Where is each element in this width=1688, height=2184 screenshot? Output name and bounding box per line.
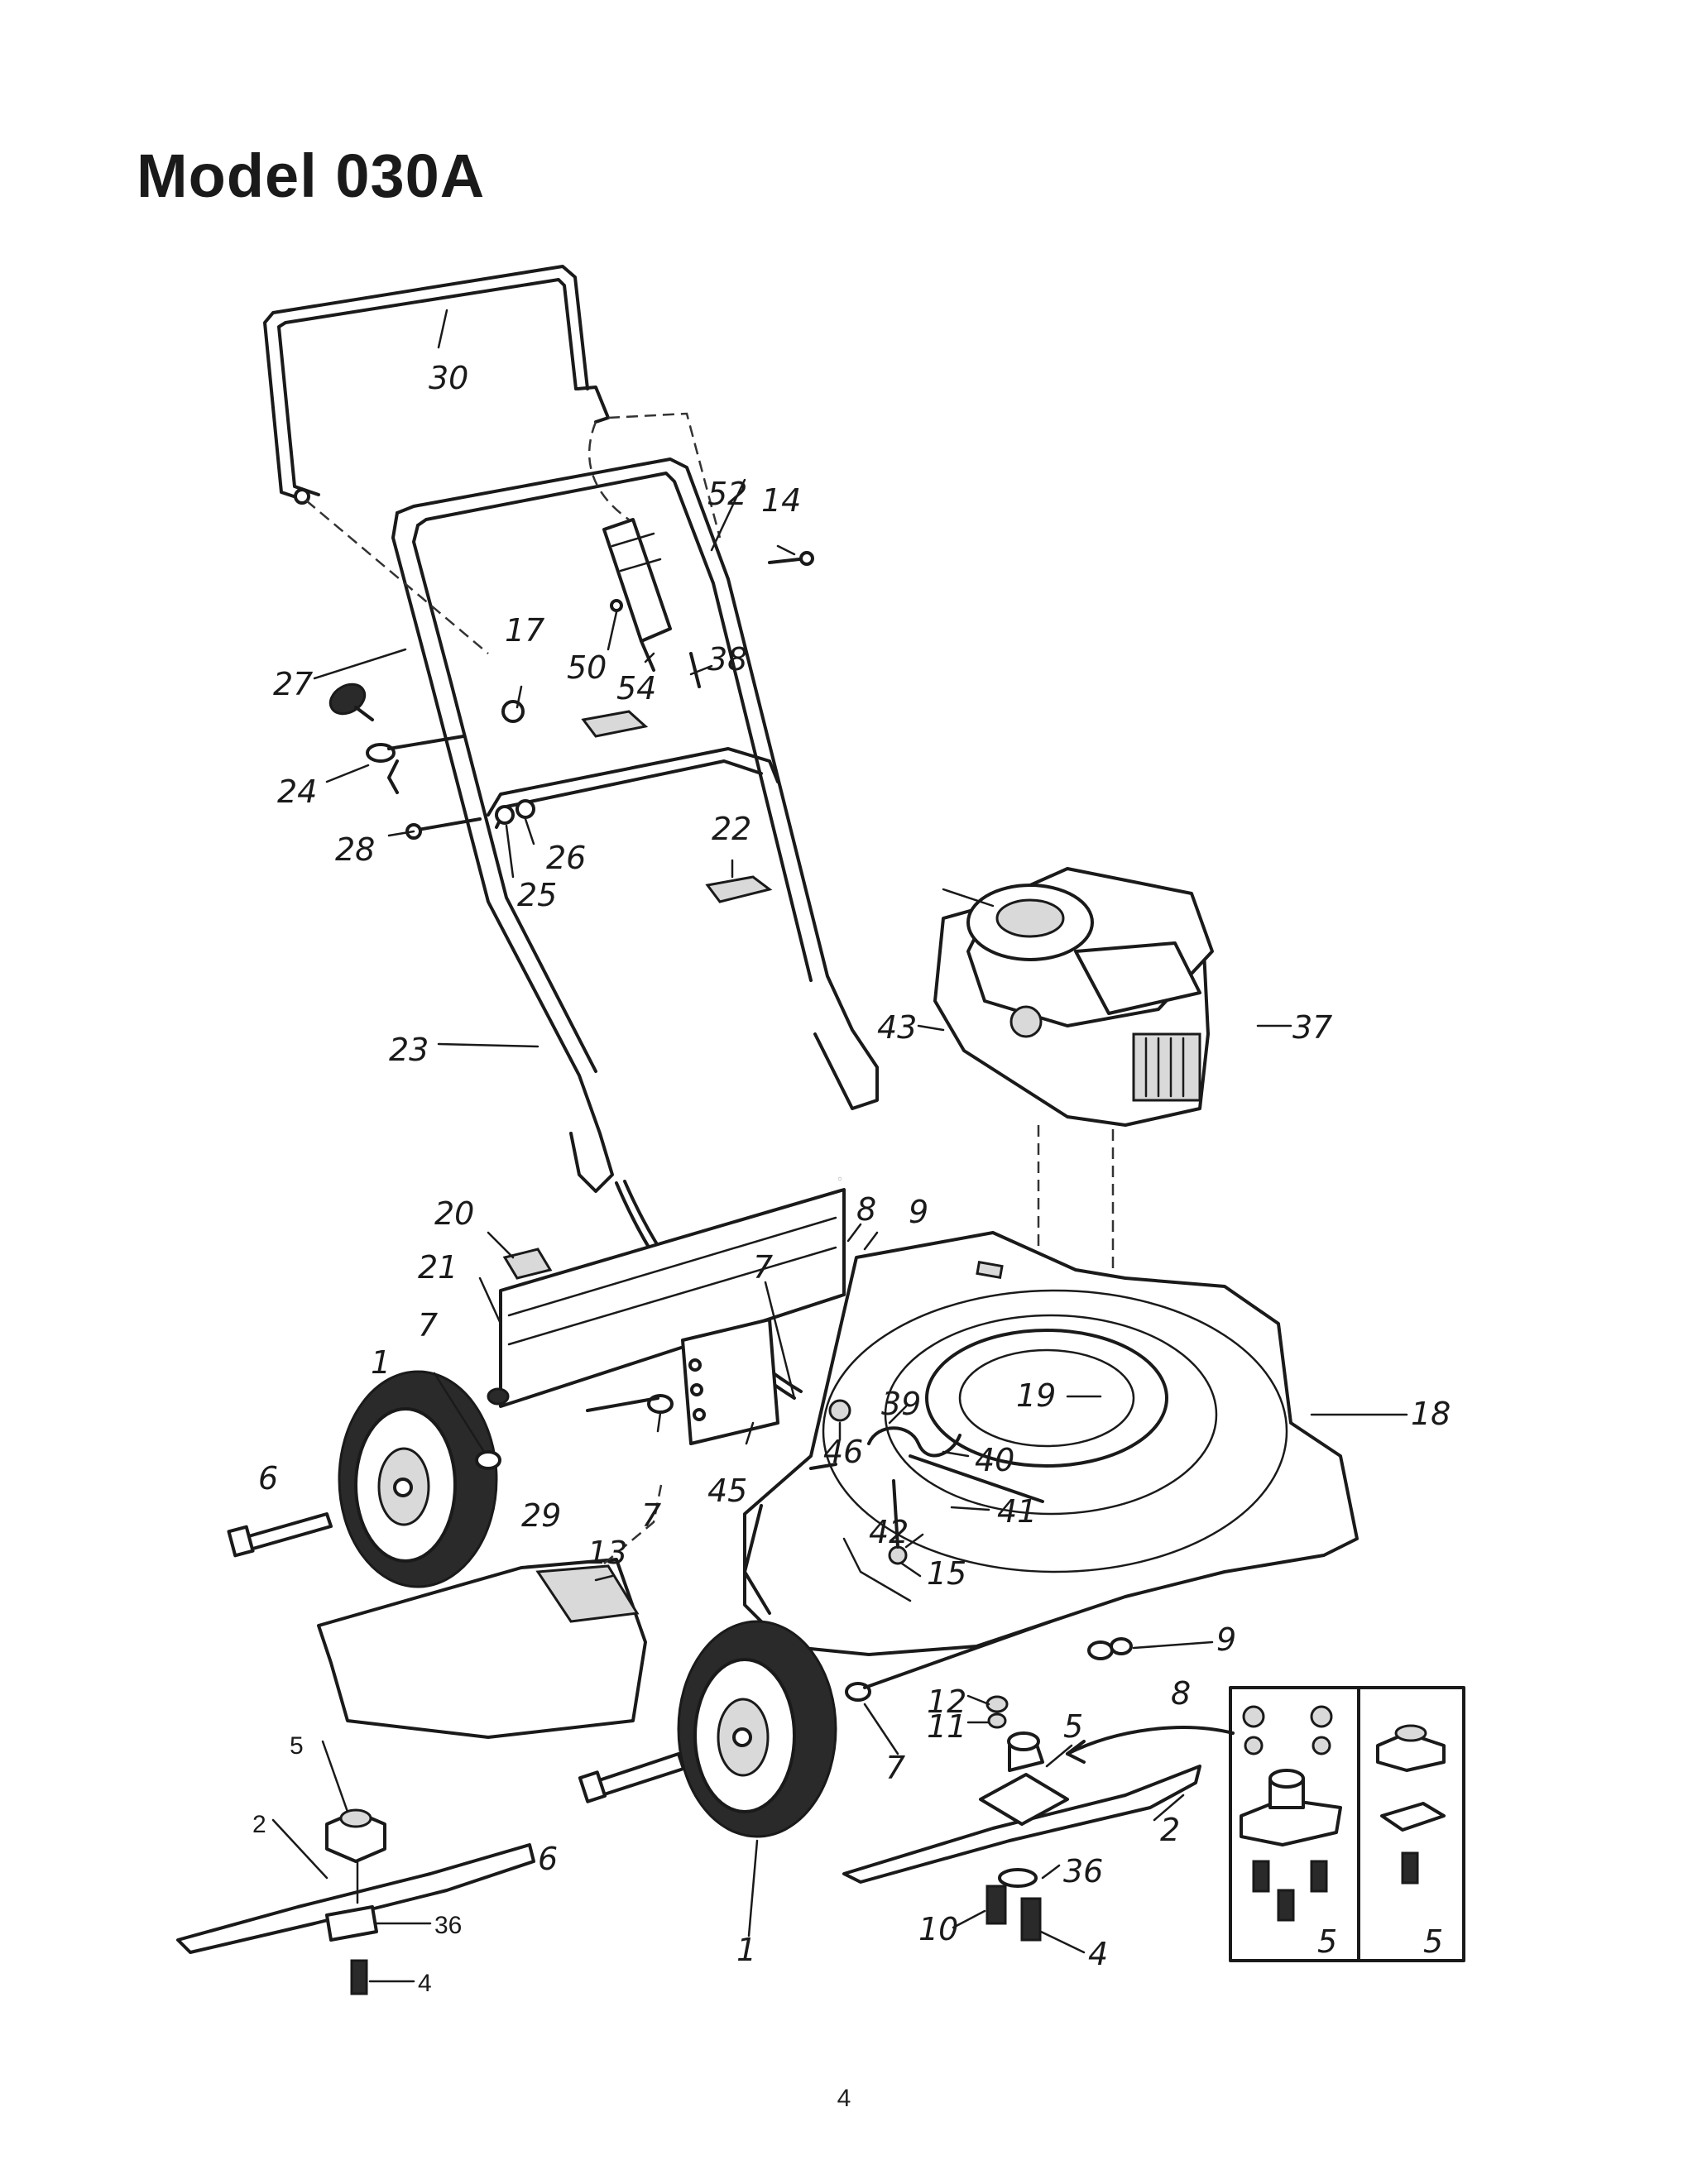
height-adjust xyxy=(681,1318,1044,1565)
lower-handle xyxy=(391,457,879,1193)
callout-6-front: 6 xyxy=(538,1841,558,1877)
blade-adapter-inset xyxy=(1066,1686,1465,1962)
rear-wheel xyxy=(338,1370,498,1588)
callout-21: 21 xyxy=(418,1249,458,1286)
callout-12: 12 xyxy=(927,1684,966,1720)
callout-20: 20 xyxy=(434,1195,474,1232)
callout-10: 10 xyxy=(918,1911,958,1947)
callout-54: 54 xyxy=(616,670,656,706)
callout-5-inset-left: 5 xyxy=(1317,1923,1337,1960)
callout-52: 52 xyxy=(707,476,747,512)
blade-assembly-left xyxy=(176,1808,535,1995)
callout-9-lower: 9 xyxy=(1216,1621,1236,1658)
callout-19: 19 xyxy=(1016,1377,1056,1414)
callout-25: 25 xyxy=(517,877,557,913)
callout-23: 23 xyxy=(389,1032,429,1068)
callout-2-right: 2 xyxy=(1160,1812,1180,1848)
wheel-hardware xyxy=(227,1176,1133,1803)
callout-7-mid: 7 xyxy=(641,1497,661,1534)
engine xyxy=(933,867,1214,1315)
callout-22: 22 xyxy=(712,811,751,847)
handle-hardware xyxy=(328,551,814,903)
callout-5-left: 5 xyxy=(290,1732,304,1760)
grass-deflector xyxy=(317,1480,664,1739)
callout-27: 27 xyxy=(273,666,313,702)
page-number: 4 xyxy=(837,2085,851,2112)
callout-36-right: 36 xyxy=(1063,1853,1103,1889)
callout-8-lower: 8 xyxy=(1171,1675,1191,1712)
callout-28: 28 xyxy=(335,831,375,868)
callout-9-upper: 9 xyxy=(909,1194,928,1230)
callout-6-rear: 6 xyxy=(258,1460,278,1497)
leader-lines xyxy=(271,309,1408,1983)
callout-46: 46 xyxy=(823,1434,863,1470)
callout-4-right: 4 xyxy=(1088,1936,1108,1972)
callout-38: 38 xyxy=(707,641,747,678)
callout-43: 43 xyxy=(877,1009,917,1046)
page-title: Model 030A xyxy=(137,141,486,210)
callout-7-front: 7 xyxy=(885,1750,905,1786)
callout-29: 29 xyxy=(521,1497,561,1534)
callout-39: 39 xyxy=(881,1386,921,1422)
callout-14: 14 xyxy=(761,482,801,519)
callout-11: 11 xyxy=(927,1708,966,1745)
callout-26: 26 xyxy=(546,840,586,876)
callout-17: 17 xyxy=(505,612,544,649)
callout-24: 24 xyxy=(277,774,317,810)
blade-assembly-right xyxy=(842,1695,1201,1942)
callout-41: 41 xyxy=(997,1493,1037,1530)
callout-5-right: 5 xyxy=(1063,1708,1083,1745)
callout-50: 50 xyxy=(567,649,607,686)
callout-1-front: 1 xyxy=(736,1932,756,1968)
callout-1-rear: 1 xyxy=(371,1344,391,1381)
callout-42: 42 xyxy=(869,1514,909,1550)
callout-15: 15 xyxy=(927,1555,966,1592)
callout-40: 40 xyxy=(975,1442,1014,1478)
callout-2-left: 2 xyxy=(252,1811,266,1838)
callout-8-upper: 8 xyxy=(856,1191,876,1228)
callout-13: 13 xyxy=(587,1535,627,1571)
callout-30: 30 xyxy=(429,360,468,396)
callout-36-left: 36 xyxy=(434,1912,462,1939)
callout-7-upper: 7 xyxy=(753,1249,773,1286)
callout-45: 45 xyxy=(707,1473,747,1509)
front-wheel xyxy=(677,1620,837,1838)
callout-labels: 30 52 14 17 50 54 38 27 24 28 26 25 22 4… xyxy=(252,360,1451,1997)
callout-5-inset-right: 5 xyxy=(1423,1923,1443,1960)
callout-37: 37 xyxy=(1292,1009,1332,1046)
rear-skirt xyxy=(487,1188,846,1408)
callout-4-left: 4 xyxy=(418,1970,432,1997)
upper-handle xyxy=(263,265,610,505)
callout-18: 18 xyxy=(1411,1396,1451,1432)
callout-7-rear: 7 xyxy=(418,1307,438,1343)
